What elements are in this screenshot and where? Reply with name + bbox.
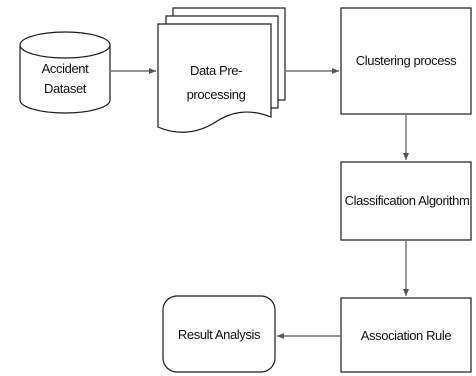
association-rule-label: Association Rule xyxy=(361,328,452,343)
classification-algorithm-label: Classification Algorithm xyxy=(345,193,470,208)
clustering-process-box xyxy=(340,7,472,115)
association-rule-box xyxy=(340,297,472,373)
classification-algorithm-node: Classification Algorithm xyxy=(340,161,472,241)
accident-dataset-label-line2: Dataset xyxy=(44,81,87,96)
result-analysis-box xyxy=(162,295,276,373)
data-preprocessing-label-line1: Data Pre- xyxy=(190,63,242,78)
result-analysis-node: Result Analysis xyxy=(162,295,276,373)
data-preprocessing-node: Data Pre- processing xyxy=(157,7,286,133)
accident-dataset-label-line1: Accident xyxy=(42,61,89,76)
cylinder-top xyxy=(19,31,111,59)
association-rule-node: Association Rule xyxy=(340,297,472,373)
clustering-process-node: Clustering process xyxy=(340,7,472,115)
document-front-sheet xyxy=(157,23,272,133)
classification-algorithm-box xyxy=(340,161,472,241)
data-preprocessing-label-line2: processing xyxy=(187,87,246,102)
clustering-process-label: Clustering process xyxy=(356,53,457,68)
accident-dataset-node: Accident Dataset xyxy=(19,31,111,114)
result-analysis-label: Result Analysis xyxy=(178,327,261,342)
cylinder-shape xyxy=(19,45,111,114)
